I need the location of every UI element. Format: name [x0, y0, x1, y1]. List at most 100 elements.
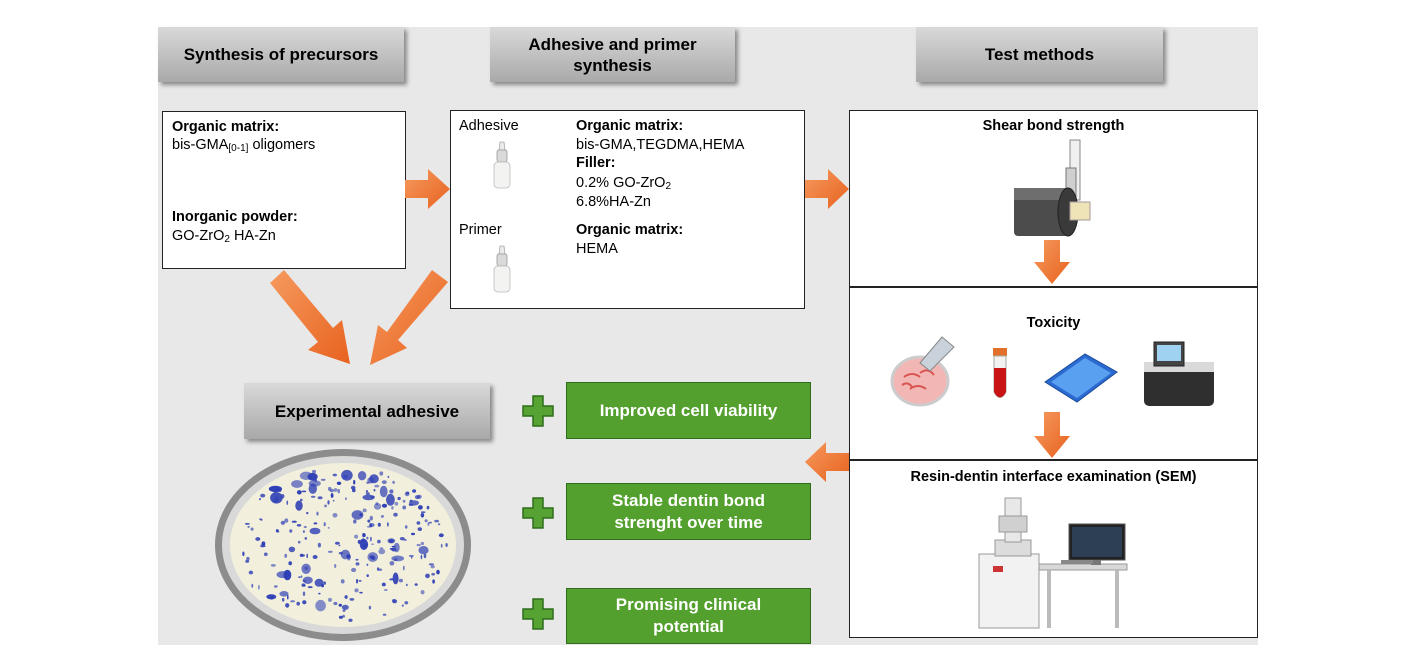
- dish-speck: [430, 565, 435, 569]
- dish-speck: [303, 525, 307, 529]
- dish-speck: [242, 551, 245, 557]
- dish-speck: [307, 586, 313, 589]
- dish-speck: [312, 469, 316, 474]
- dish-speck: [273, 585, 278, 588]
- dish-speck: [370, 536, 372, 542]
- dish-speck: [420, 590, 425, 595]
- precursor-inorganic-value-suffix: HA-Zn: [229, 228, 276, 244]
- dish-speck: [310, 495, 316, 498]
- filler-label: Filler:: [576, 155, 616, 171]
- dish-speck: [304, 566, 308, 570]
- header-test-methods-text: Test methods: [984, 45, 1095, 64]
- plate-reader-icon: [1144, 341, 1214, 406]
- dish-speck: [349, 598, 355, 601]
- arrow-left-1: [805, 442, 849, 482]
- dish-speck: [289, 529, 293, 533]
- dish-speck: [260, 493, 266, 498]
- dish-speck: [381, 582, 386, 587]
- dish-speck: [380, 515, 384, 518]
- plus-icon-3: [522, 598, 554, 630]
- dish-speck: [432, 579, 435, 584]
- dish-speck: [308, 480, 321, 487]
- outcome-clinical-potential: Promising clinical potential: [566, 588, 811, 644]
- dish-speck: [250, 527, 254, 531]
- filler-go-zro2-sub: 2: [665, 181, 671, 192]
- dish-speck: [247, 526, 250, 528]
- dish-speck: [389, 561, 395, 566]
- dish-speck: [368, 605, 372, 610]
- dish-speck: [402, 499, 406, 503]
- dish-speck: [391, 545, 396, 548]
- filler-ha-zn: 6.8%HA-Zn: [576, 194, 651, 210]
- dish-speck: [263, 552, 268, 557]
- precursor-inorganic-value-sub: 2: [224, 234, 230, 245]
- dish-speck: [280, 520, 286, 525]
- arrow-down-2: [1034, 412, 1070, 458]
- dish-speck: [382, 613, 387, 616]
- dish-speck: [299, 471, 313, 480]
- dish-speck: [384, 589, 388, 591]
- dish-speck: [366, 536, 369, 540]
- dish-speck: [365, 490, 368, 493]
- header-adhesive-primer-line1: Adhesive and primer: [528, 34, 697, 54]
- dish-speck: [285, 603, 290, 608]
- dish-speck: [288, 546, 296, 553]
- dish-speck: [359, 591, 363, 594]
- dish-speck: [327, 500, 330, 505]
- dish-speck: [330, 493, 334, 498]
- dish-speck: [389, 578, 394, 581]
- precursor-inorganic-label: Inorganic powder:: [172, 209, 298, 225]
- dish-speck: [392, 599, 398, 604]
- dish-speck: [323, 581, 326, 585]
- dish-speck: [348, 618, 353, 622]
- arrow-down-1: [1034, 240, 1070, 284]
- adhesive-label: Adhesive: [459, 118, 519, 134]
- petri-dish-image: [215, 449, 471, 641]
- dish-speck: [410, 556, 413, 559]
- dish-speck: [366, 563, 369, 566]
- dish-speck: [359, 513, 363, 517]
- dish-speck: [300, 554, 305, 557]
- dish-speck: [259, 518, 262, 520]
- dish-speck: [405, 491, 410, 495]
- dish-speck: [321, 583, 324, 588]
- outcome-3-line2: potential: [653, 617, 724, 636]
- precursor-organic-value-suffix: oligomers: [248, 137, 316, 153]
- blood-tube-icon: [993, 348, 1007, 398]
- dish-speck: [255, 537, 261, 541]
- dish-speck: [393, 512, 398, 517]
- dish-speck: [362, 543, 368, 548]
- dish-speck: [354, 534, 359, 539]
- dish-speck: [416, 521, 421, 525]
- dish-speck: [312, 555, 318, 559]
- header-synthesis-text: Synthesis of precursors: [183, 45, 379, 64]
- dish-speck: [412, 489, 417, 493]
- dish-speck: [338, 615, 343, 619]
- divider-2: [850, 459, 1257, 461]
- dish-speck: [352, 488, 356, 493]
- shear-bond-apparatus-icon: [1014, 139, 1091, 237]
- dish-speck: [296, 490, 302, 495]
- dish-speck: [306, 553, 308, 559]
- dish-speck: [418, 505, 423, 510]
- dish-speck: [420, 511, 426, 514]
- dish-speck: [341, 604, 349, 610]
- adhesive-bottle-icon: [493, 141, 511, 189]
- dish-speck: [389, 547, 395, 550]
- adhesive-organic-label: Organic matrix:: [576, 118, 684, 134]
- plus-icon-1: [522, 395, 554, 427]
- header-experimental-text: Experimental adhesive: [274, 401, 460, 421]
- dish-speck: [286, 500, 289, 505]
- dish-speck: [377, 539, 381, 544]
- dish-speck: [355, 558, 359, 561]
- dish-speck: [387, 522, 389, 527]
- dish-speck: [357, 471, 367, 481]
- dish-speck: [275, 529, 279, 533]
- dish-speck: [408, 554, 414, 557]
- dish-speck: [369, 515, 373, 521]
- dish-speck: [358, 580, 362, 582]
- dish-speck: [411, 532, 415, 536]
- sem-microscope-icon: [978, 497, 1128, 629]
- dish-speck: [377, 522, 381, 527]
- dish-speck: [320, 478, 326, 481]
